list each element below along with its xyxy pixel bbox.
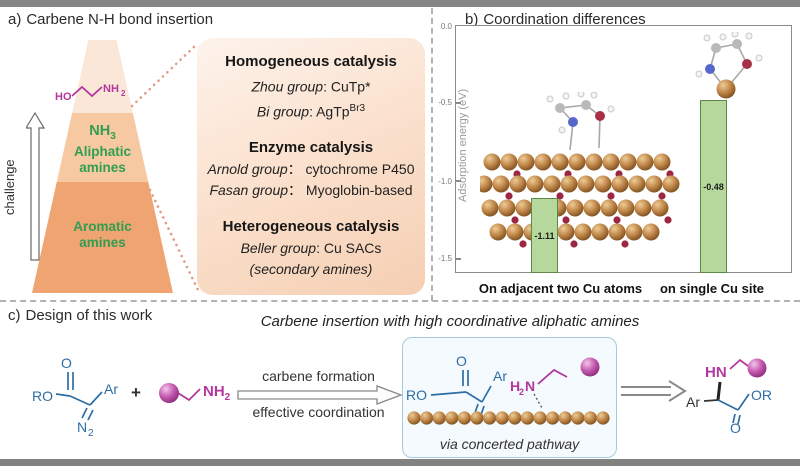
- arrow-label-bottom: effective coordination: [252, 404, 385, 420]
- amine-nh2-label: NH2: [203, 383, 231, 403]
- enzyme-catalysis-section: Enzyme catalysis Arnold group： cytochrom…: [201, 139, 421, 201]
- svg-text:N: N: [77, 419, 87, 435]
- surface-intermediate-structure: O RO Ar H 2 N: [406, 353, 610, 425]
- funnel-level-aromatic-amines: Aromatic amines: [73, 219, 132, 250]
- y-tick-mark: [456, 180, 461, 182]
- implies-double-arrow-icon: [621, 380, 687, 402]
- catalysis-summary-box: Homogeneous catalysis Zhou group: CuTp* …: [197, 38, 425, 295]
- panel-divider-vertical: [431, 8, 433, 301]
- catalysis-row: Arnold group： cytochrome P450: [207, 161, 415, 178]
- catalysis-row: Fasan group： Myoglobin-based: [209, 182, 413, 199]
- svg-text:HO: HO: [55, 91, 72, 103]
- catalysis-row: (secondary amines): [249, 261, 373, 277]
- panel-c-title-text: Design of this work: [25, 307, 153, 324]
- bar-adjacent-two-cu: -1.11: [531, 198, 558, 273]
- aminoethanol-structure: HO NH 2: [55, 83, 126, 103]
- svg-text:N: N: [525, 378, 535, 394]
- y-tick-mark: [456, 258, 461, 260]
- section-heading: Enzyme catalysis: [248, 139, 374, 157]
- arrow-label-top: carbene formation: [262, 368, 375, 384]
- challenge-label: challenge: [2, 159, 17, 215]
- x-category-label: on single Cu site: [659, 281, 764, 296]
- y-tick-label: 0.0: [440, 22, 452, 31]
- svg-text:Ar: Ar: [686, 394, 700, 410]
- x-category-label: On adjacent two Cu atoms: [478, 281, 643, 296]
- design-headline: Carbene insertion with high coordinative…: [260, 313, 640, 330]
- catalysis-row: Bi group: AgTpBr3: [256, 102, 366, 120]
- bar-value-label: -1.11: [534, 230, 555, 241]
- bar-value-label: -0.48: [703, 181, 724, 192]
- bottom-border: [0, 459, 800, 466]
- panel-a-title-text: Carbene N-H bond insertion: [26, 11, 214, 28]
- y-tick-mark: [456, 102, 461, 104]
- diazo-ester-structure: O RO Ar N 2: [32, 355, 118, 439]
- section-heading: Heterogeneous catalysis: [222, 218, 400, 235]
- svg-text:O: O: [456, 353, 467, 369]
- panel-b-letter: b): [465, 11, 479, 28]
- bar-single-cu: -0.48: [700, 100, 727, 273]
- svg-text:H: H: [510, 378, 520, 394]
- catalysis-row: Zhou group: CuTp*: [251, 78, 371, 95]
- panel-c-letter: c): [8, 307, 21, 324]
- svg-text:NH: NH: [103, 83, 119, 95]
- svg-text:2: 2: [88, 428, 94, 439]
- section-heading: Homogeneous catalysis: [225, 53, 397, 70]
- challenge-up-arrow-icon: [26, 112, 46, 261]
- panel-a-title: a)Carbene N-H bond insertion: [8, 11, 213, 28]
- panel-c-title: c)Design of this work: [8, 307, 152, 324]
- single-cu-complex-model-image: [695, 32, 763, 99]
- svg-text:2: 2: [121, 89, 126, 98]
- svg-text:O: O: [730, 420, 741, 436]
- svg-text:OR: OR: [751, 387, 772, 403]
- svg-text:Ar: Ar: [104, 381, 118, 397]
- svg-text:HN: HN: [705, 364, 727, 381]
- y-tick-label: -1.5: [438, 254, 452, 263]
- svg-text:O: O: [61, 355, 72, 371]
- product-structure: HN Ar OR O: [686, 358, 772, 436]
- plus-sign: +: [131, 383, 141, 402]
- pathway-caption: via concerted pathway: [439, 436, 580, 452]
- homogeneous-catalysis-section: Homogeneous catalysis Zhou group: CuTp* …: [201, 53, 421, 122]
- svg-text:2: 2: [519, 387, 524, 397]
- y-tick-label: -0.5: [438, 98, 452, 107]
- panel-a-letter: a): [8, 11, 22, 28]
- concerted-pathway-box: O RO Ar H 2 N via concerted pathway: [402, 337, 617, 458]
- cu-slab-adsorption-model-image: [480, 92, 680, 248]
- y-axis-label: Adsorption energy (eV): [457, 88, 469, 202]
- top-border: [0, 0, 800, 7]
- y-tick-label: -1.0: [438, 177, 452, 186]
- reaction-arrow-icon: [237, 385, 403, 405]
- amine-reagent-structure: [159, 383, 201, 403]
- panel-divider-horizontal: [0, 300, 800, 302]
- funnel-level-aliphatic-amines: Aliphatic amines: [73, 144, 131, 175]
- panel-b-title-text: Coordination differences: [483, 11, 646, 28]
- svg-text:RO: RO: [32, 388, 53, 404]
- catalysis-row: Beller group: Cu SACs: [240, 240, 382, 256]
- svg-text:Ar: Ar: [493, 368, 507, 384]
- svg-text:RO: RO: [406, 387, 427, 403]
- funnel-level-nh3: NH3: [89, 123, 116, 142]
- heterogeneous-catalysis-section: Heterogeneous catalysis Beller group: Cu…: [201, 218, 421, 280]
- panel-b-title: b)Coordination differences: [465, 11, 646, 28]
